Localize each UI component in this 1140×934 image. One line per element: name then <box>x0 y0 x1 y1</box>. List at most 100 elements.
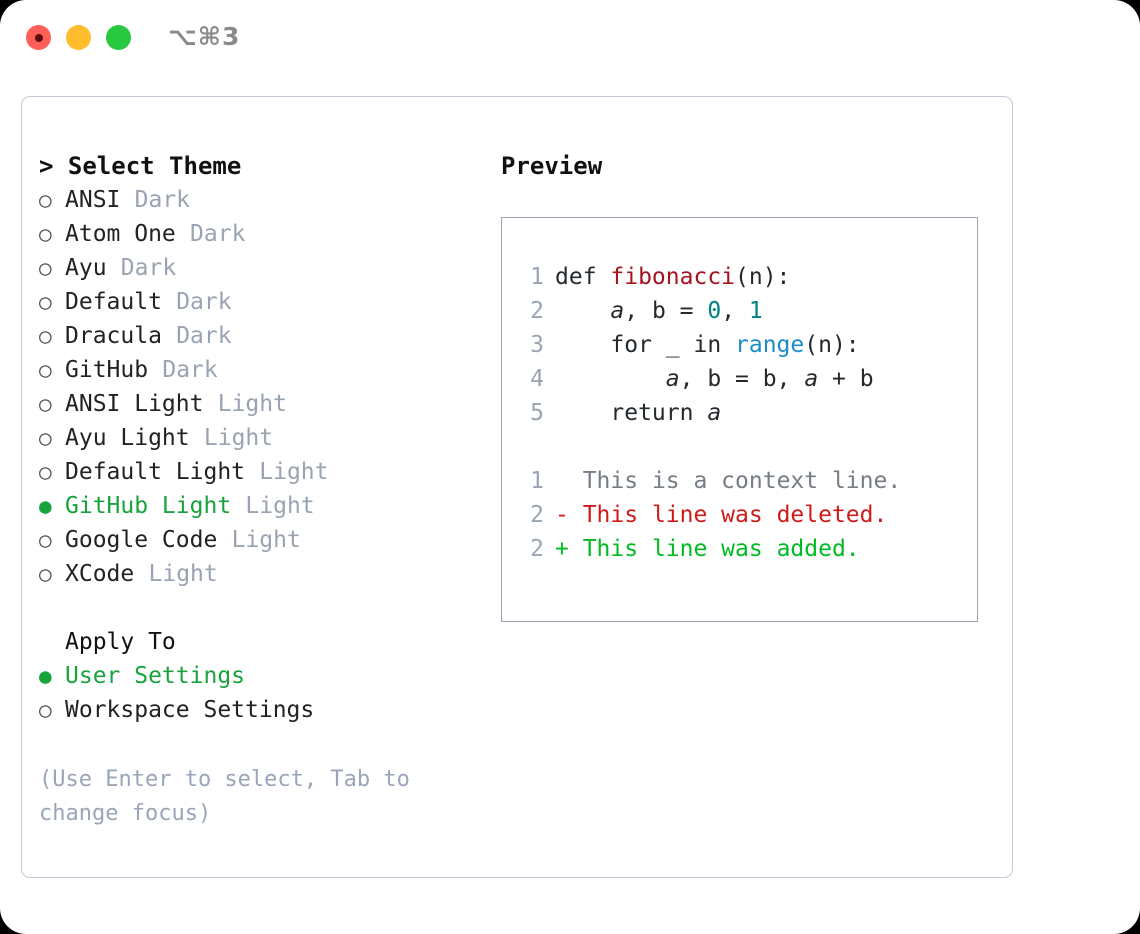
diff-marker: + <box>555 536 583 562</box>
code-token-variable: a <box>665 366 680 392</box>
code-token-plain: b <box>762 366 777 392</box>
code-token-plain: return <box>555 400 708 426</box>
theme-option-github[interactable]: ○ GitHub Dark <box>39 353 489 387</box>
code-token-plain: = <box>721 366 763 392</box>
radio-unselected-icon: ○ <box>39 188 52 212</box>
diff-marker: - <box>555 502 583 528</box>
diff-text: This is a context line. <box>582 468 902 494</box>
line-number: 2 <box>530 502 544 528</box>
code-token-plain: b <box>707 366 722 392</box>
line-number: 1 <box>530 264 544 290</box>
line-number: 1 <box>530 468 544 494</box>
code-token-plain: , <box>624 298 652 324</box>
code-text: for _ in range(n): <box>555 328 860 362</box>
apply-to-option-label: Workspace Settings <box>65 697 315 723</box>
radio-unselected-icon: ○ <box>39 290 52 314</box>
code-token-plain <box>555 366 666 392</box>
list-spacer <box>39 591 489 625</box>
apply-to-option-workspace-settings[interactable]: ○ Workspace Settings <box>39 693 489 727</box>
diff-line-added: 2+ This line was added. <box>514 532 969 566</box>
radio-unselected-icon: ○ <box>39 426 52 450</box>
radio-selected-icon: ● <box>39 664 52 688</box>
theme-option-label: XCode <box>65 561 135 587</box>
code-text: a, b = b, a + b <box>555 362 874 396</box>
line-number: 4 <box>530 366 544 392</box>
radio-selected-icon: ● <box>39 494 52 518</box>
code-token-plain: (n): <box>735 264 791 290</box>
theme-variant-tag: Dark <box>190 221 246 247</box>
diff-sample-lines: 1 This is a context line.2- This line wa… <box>514 464 969 566</box>
theme-variant-tag: Light <box>231 527 301 553</box>
preview-heading: Preview <box>501 152 603 180</box>
keyboard-shortcut-label: ⌥⌘3 <box>168 22 241 51</box>
close-window-icon[interactable] <box>26 25 51 50</box>
radio-unselected-icon: ○ <box>39 358 52 382</box>
code-token-plain: , <box>721 298 749 324</box>
apply-to-option-list: ●User Settings ○ Workspace Settings <box>39 659 489 727</box>
theme-option-label: Atom One <box>65 221 176 247</box>
apply-to-option-user-settings[interactable]: ●User Settings <box>39 659 489 693</box>
diff-line-context: 1 This is a context line. <box>514 464 969 498</box>
theme-option-github-light[interactable]: ● GitHub Light Light <box>39 489 489 523</box>
code-token-plain <box>555 298 610 324</box>
theme-option-label: ANSI <box>65 187 121 213</box>
code-token-plain: b <box>859 366 874 392</box>
code-token-plain: , <box>679 366 708 392</box>
theme-variant-tag: Light <box>203 425 274 451</box>
traffic-light-buttons <box>26 25 131 50</box>
radio-unselected-icon: ○ <box>39 562 52 586</box>
code-token-plain: = <box>665 298 708 324</box>
theme-variant-tag: Light <box>259 459 329 485</box>
code-token-plain: def <box>555 264 611 290</box>
radio-unselected-icon: ○ <box>39 528 52 552</box>
theme-option-label: Google Code <box>65 527 218 553</box>
code-token-plain: (n): <box>804 332 860 358</box>
select-theme-heading: > Select Theme <box>39 152 242 180</box>
theme-variant-tag: Light <box>217 391 287 417</box>
theme-option-ansi[interactable]: ○ ANSI Dark <box>39 183 489 217</box>
theme-option-ayu-light[interactable]: ○ Ayu Light Light <box>39 421 489 455</box>
theme-variant-tag: Dark <box>176 289 232 315</box>
theme-option-google-code[interactable]: ○ Google Code Light <box>39 523 489 557</box>
code-line: 3 for _ in range(n): <box>514 328 969 362</box>
diff-line-deleted: 2- This line was deleted. <box>514 498 969 532</box>
radio-unselected-icon: ○ <box>39 698 52 722</box>
keyboard-hint-text: (Use Enter to select, Tab to change focu… <box>39 767 424 826</box>
code-token-number: 0 <box>707 298 722 324</box>
zoom-window-icon[interactable] <box>106 25 131 50</box>
radio-unselected-icon: ○ <box>39 256 52 280</box>
code-token-variable: a <box>804 366 819 392</box>
code-token-number: 1 <box>748 298 763 324</box>
radio-unselected-icon: ○ <box>39 392 52 416</box>
theme-option-label: GitHub Light <box>65 493 232 519</box>
diff-marker <box>555 464 583 498</box>
theme-variant-tag: Light <box>245 493 315 519</box>
theme-option-label: GitHub <box>65 357 149 383</box>
code-token-variable: a <box>610 298 625 324</box>
code-line: 5 return a <box>514 396 969 430</box>
radio-unselected-icon: ○ <box>39 324 52 348</box>
theme-variant-tag: Dark <box>176 323 232 349</box>
theme-variant-tag: Dark <box>162 357 218 383</box>
code-text: a, b = 0, 1 <box>555 294 763 328</box>
theme-variant-tag: Dark <box>134 187 191 213</box>
code-text: return a <box>555 396 721 430</box>
theme-option-label: Ayu Light <box>65 425 190 451</box>
minimize-window-icon[interactable] <box>66 25 91 50</box>
line-number: 2 <box>530 298 544 324</box>
